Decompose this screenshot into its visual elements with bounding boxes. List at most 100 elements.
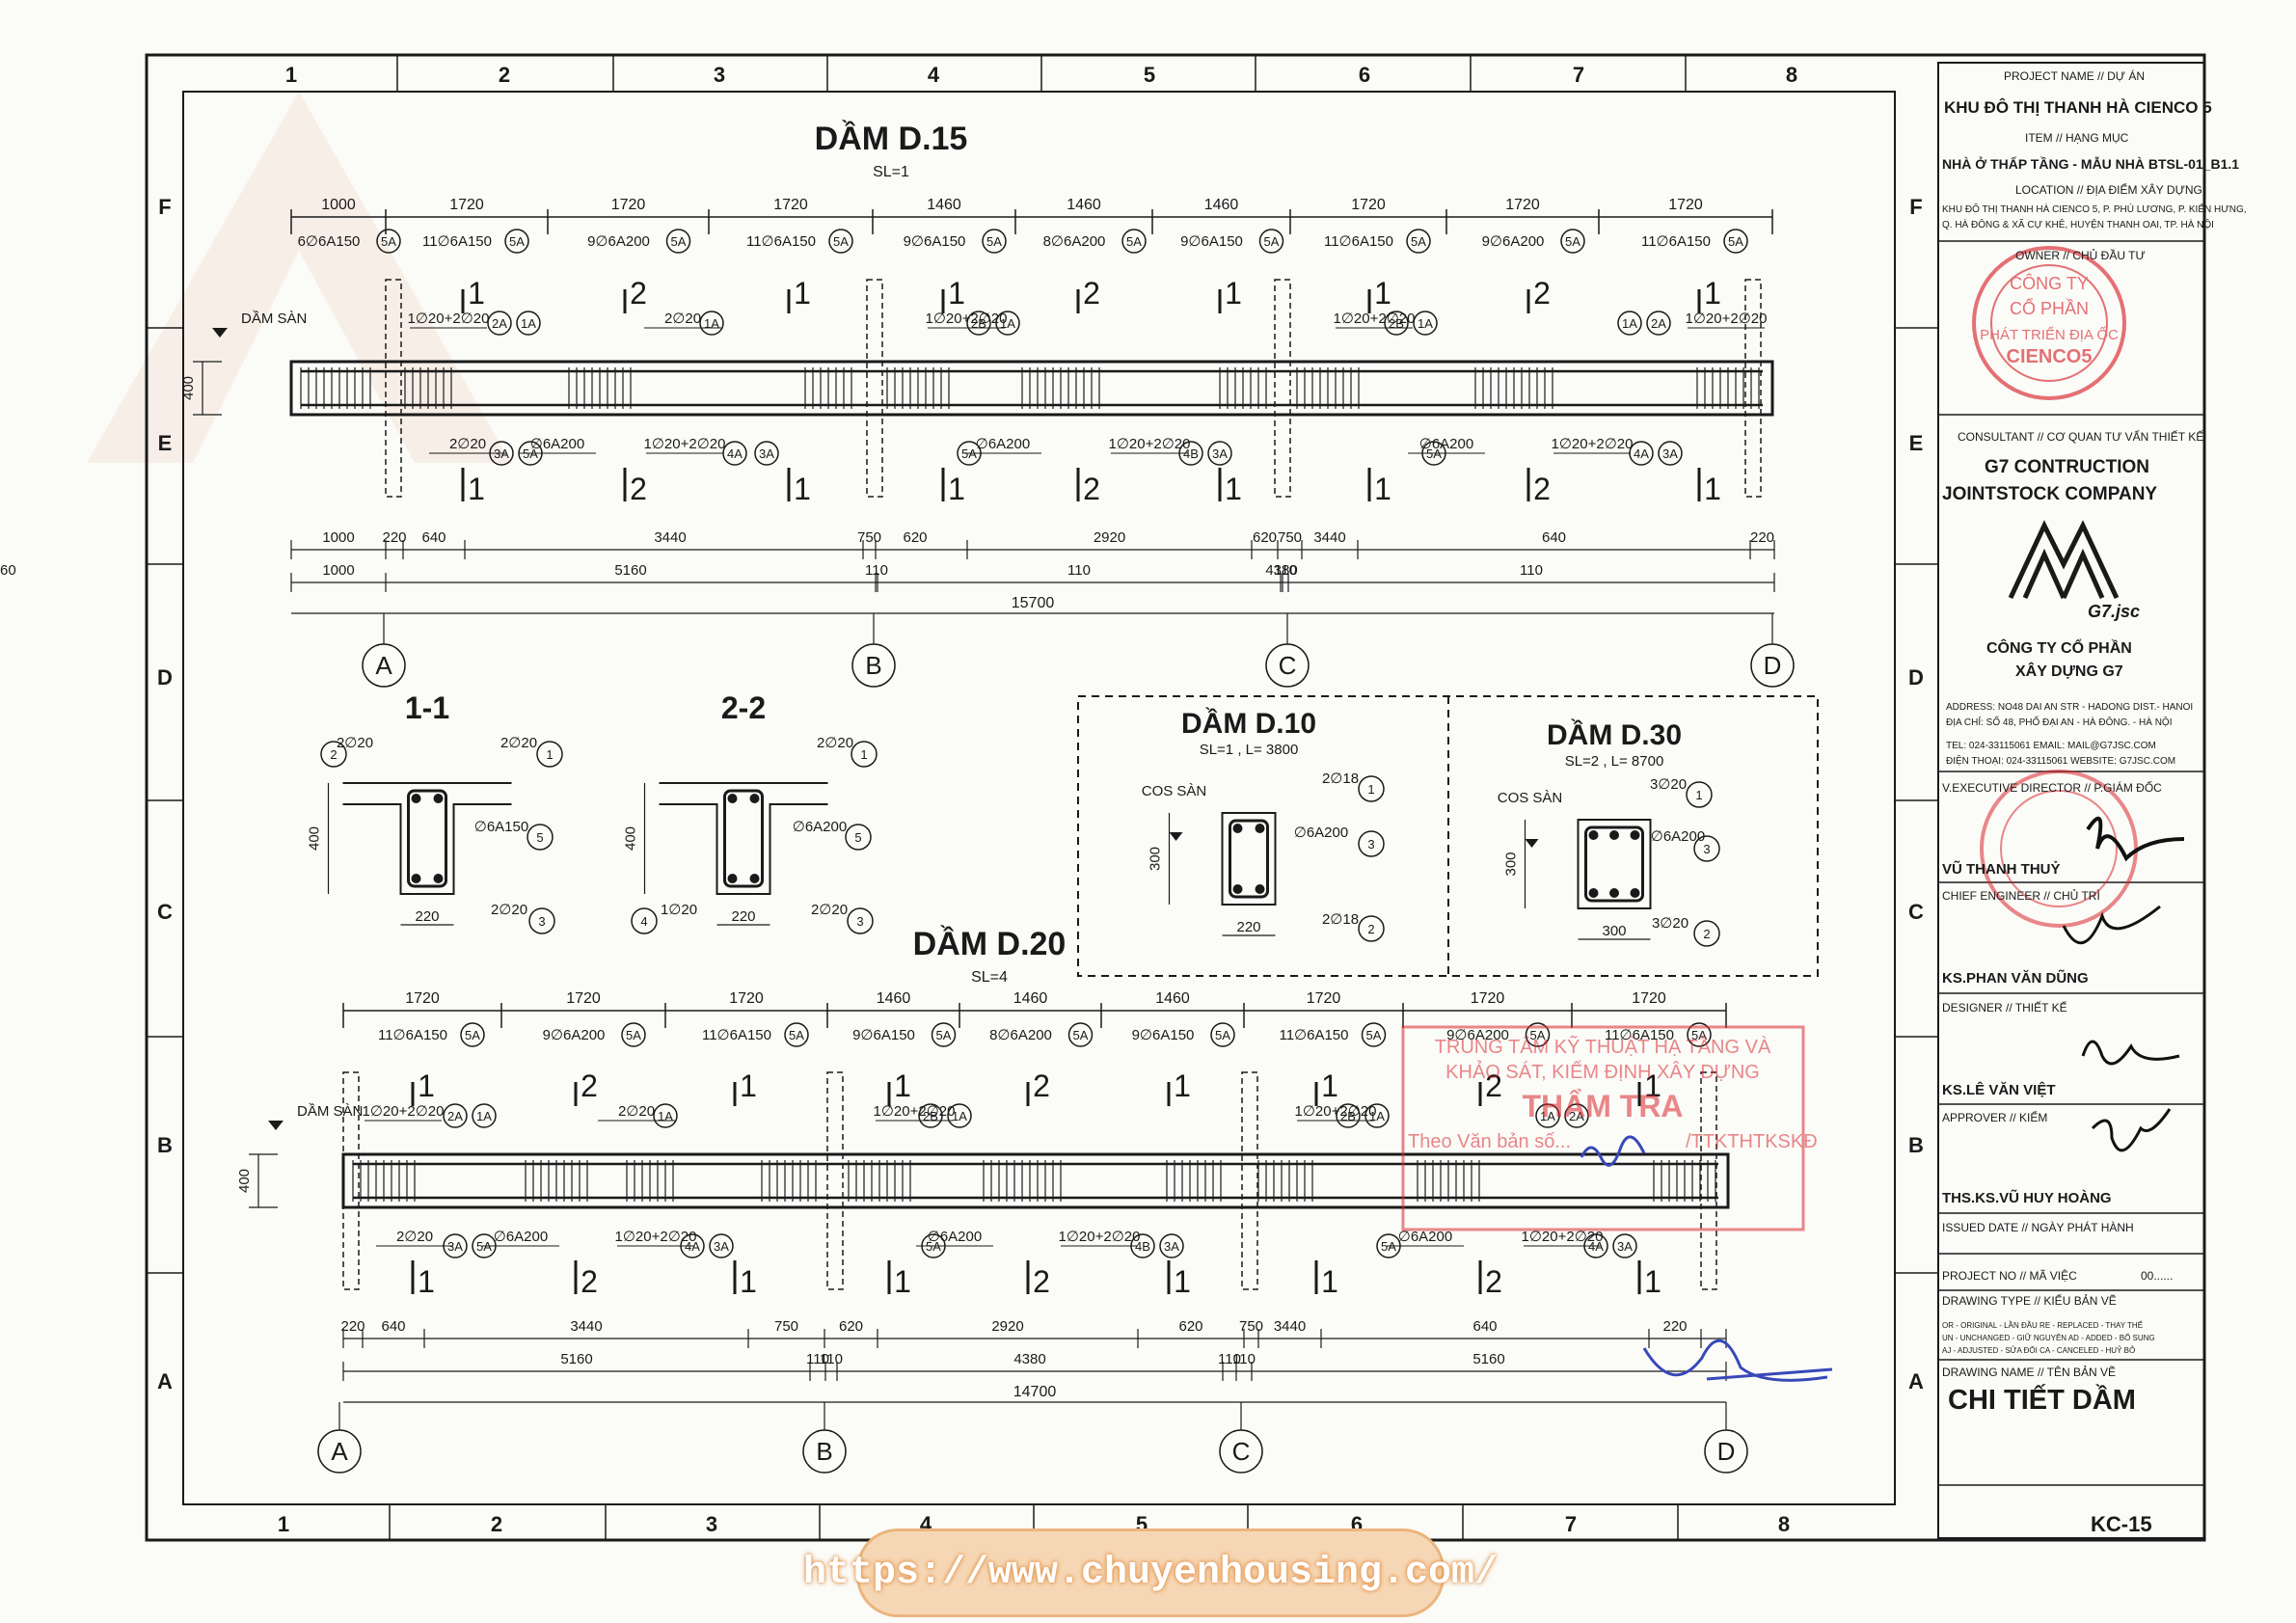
rebar-tag-text: 5A	[936, 1028, 952, 1042]
rebar-tag-text: 1	[1695, 788, 1702, 802]
rebar-tag-circle	[918, 1103, 943, 1128]
section-mark-top: 2	[1083, 276, 1100, 311]
rebar-tag-text: 1A	[704, 316, 719, 331]
section-mark-top: 2	[1533, 276, 1551, 311]
axis-label: D	[1764, 651, 1782, 680]
stirrup-outline	[723, 789, 764, 888]
rebar-tag-circle	[1693, 835, 1720, 862]
address-en: ADDRESS: NO48 DAI AN STR - HADONG DIST.-…	[1946, 702, 2194, 713]
rebar-tag-text: 5A	[1366, 1028, 1382, 1042]
beam-outline	[341, 1152, 1730, 1209]
bottom-bar-label: ∅6A200	[530, 436, 584, 452]
rebar-tag-text: 1A	[1622, 316, 1637, 331]
stirrup-label: 11∅6A150	[1605, 1027, 1674, 1043]
section-mark-bottom: 1	[1704, 472, 1721, 506]
rebar-tag-circle	[1658, 441, 1683, 466]
rebar-tag-circle	[982, 229, 1007, 254]
dim-value: 640	[381, 1318, 405, 1335]
owner-stamp: CÔNG TY CỔ PHẦN PHÁT TRIỂN ĐỊA ỐC CIENCO…	[1972, 246, 2126, 400]
axis-bubble	[1219, 1429, 1263, 1474]
level-marker-icon	[1525, 839, 1539, 848]
address-vi: ĐỊA CHỈ: SỐ 48, PHỐ ĐẠI AN - HÀ ĐÔNG. - …	[1946, 717, 2173, 728]
section-subtitle: SL=2 , L= 8700	[1565, 753, 1664, 770]
rebar-tag-text: 4	[640, 914, 647, 929]
section-mark-bottom: 1	[468, 472, 485, 506]
svg-text:CỔ PHẦN: CỔ PHẦN	[2010, 298, 2089, 318]
section-mark-bottom: 1	[894, 1264, 911, 1299]
rebar-tag-text: 4A	[727, 446, 743, 461]
rebar-tag-text: 2A	[492, 316, 507, 331]
rebar-tag-text: 5A	[1264, 234, 1280, 249]
stirrup-label: 8∅6A200	[989, 1027, 1052, 1043]
span-dim-value: 1720	[729, 990, 764, 1007]
section-rebar-label: 2∅18	[1322, 911, 1359, 928]
rebar-tag-text: 3A	[714, 1239, 729, 1254]
section-mark-top: 1	[1225, 276, 1242, 311]
rebar-dot	[1255, 824, 1265, 833]
rebar-tag-text: 5A	[523, 446, 538, 461]
grid-column-label-top: 7	[1573, 63, 1584, 87]
section-mark-top: 1	[1174, 1068, 1191, 1103]
level-marker-icon	[268, 1121, 284, 1130]
designer-signature	[2081, 1040, 2180, 1066]
rebar-tag-text: 1	[1367, 782, 1374, 797]
section-rebar-label: ∅6A200	[1294, 825, 1348, 841]
stirrup-label: 11∅6A150	[422, 233, 492, 250]
watermark-url-pill[interactable]: https://www.chuyenhousing.com/	[803, 1528, 1498, 1617]
rebar-tag-text: 5A	[986, 234, 1002, 249]
section-mark-bottom: 2	[1033, 1264, 1050, 1299]
rebar-tag-text: 5A	[1426, 446, 1442, 461]
rebar-tag-circle	[653, 1103, 678, 1128]
section-mark-bottom: 2	[1083, 472, 1100, 506]
rebar-tag-circle	[1159, 1233, 1184, 1258]
section-subtitle: SL=1 , L= 3800	[1200, 742, 1299, 758]
stirrup-label: 9∅6A150	[852, 1027, 915, 1043]
stirrup-outline	[407, 789, 447, 888]
level-marker-icon	[212, 328, 228, 338]
axis-label: B	[816, 1437, 832, 1466]
axis-bubble	[802, 1429, 847, 1474]
rebar-tag-circle	[921, 1233, 946, 1258]
drawing-name: CHI TIẾT DẦM	[1948, 1385, 2136, 1416]
grid-column-label-bottom: 2	[491, 1512, 502, 1536]
rebar-tag-text: 3	[1703, 842, 1710, 856]
rebar-tag-circle	[931, 1022, 957, 1047]
axis-bubble	[851, 643, 896, 688]
grid-row-label-left: A	[157, 1369, 173, 1393]
grid-row-label-left: C	[157, 900, 173, 924]
approver-signature	[2091, 1108, 2172, 1152]
section-mark-top: 2	[581, 1068, 598, 1103]
section-mark-bottom: 1	[418, 1264, 435, 1299]
rebar-tag-circle	[1413, 311, 1438, 336]
company-name-1: CÔNG TY CỔ PHẦN	[1986, 640, 2132, 657]
level-marker-icon	[1169, 832, 1183, 841]
director-name: VŨ THANH THUỶ	[1942, 861, 2061, 878]
rebar-tag-circle	[527, 824, 554, 851]
rebar-tag-text: 2B	[1389, 316, 1404, 331]
rebar-tag-text: 2A	[447, 1109, 463, 1123]
grid-column-label-top: 2	[499, 63, 510, 87]
grid-column-label-bottom: 8	[1778, 1512, 1790, 1536]
rebar-tag-text: 5A	[833, 234, 849, 249]
axis-bubble	[1750, 643, 1795, 688]
rebar-tag-text: 5A	[926, 1239, 941, 1254]
grid-row-label-left: F	[158, 195, 171, 219]
dim-value: 640	[1542, 529, 1566, 546]
dim-value: 5160	[1472, 1351, 1504, 1367]
column-outline	[1241, 1071, 1258, 1290]
rebar-tag-text: 3A	[494, 446, 509, 461]
rebar-tag-text: 2B	[923, 1109, 938, 1123]
rebar-tag-text: 3A	[447, 1239, 463, 1254]
rebar-tag-circle	[460, 1022, 485, 1047]
svg-text:KHẢO SÁT, KIỂM ĐỊNH XÂY DỰNG: KHẢO SÁT, KIỂM ĐỊNH XÂY DỰNG	[1445, 1061, 1760, 1083]
dim-value: 3440	[654, 529, 686, 546]
beam-height-value: 400	[180, 376, 197, 400]
span-dim-value: 1460	[1067, 197, 1101, 213]
section-outline	[1577, 819, 1652, 909]
grid-row-label-right: E	[1909, 431, 1924, 455]
dim-value: 5160	[614, 562, 646, 579]
section-outline	[342, 782, 512, 895]
dim-value: 1000	[322, 529, 354, 546]
rebar-tag-circle	[1693, 920, 1720, 947]
bottom-bar-label: 1∅20+2∅20	[644, 436, 726, 452]
